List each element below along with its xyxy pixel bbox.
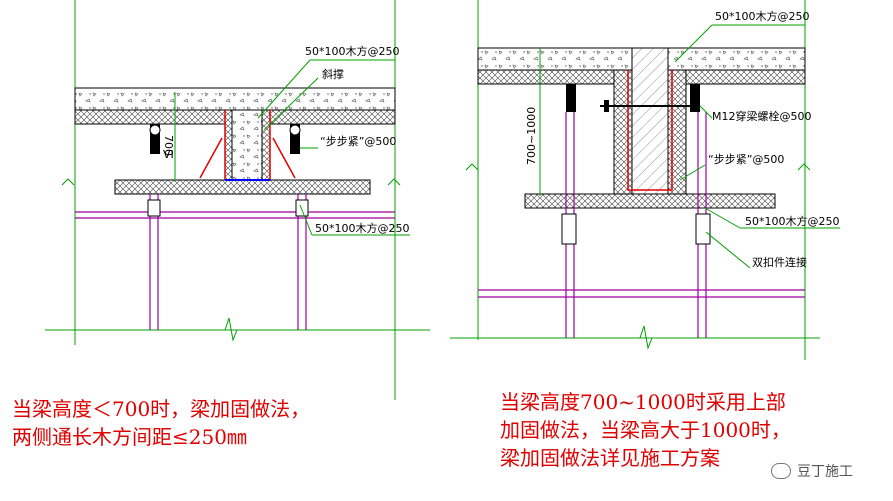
right-step-clamp-label: “步步紧”@500 bbox=[708, 153, 784, 166]
right-timber-top-label: 50*100木方@250 bbox=[715, 9, 810, 23]
right-bolt-label: M12穿梁螺栓@500 bbox=[712, 109, 811, 123]
left-timber-bottom-label: 50*100木方@250 bbox=[315, 221, 410, 235]
watermark-text: 豆丁施工 bbox=[797, 464, 853, 480]
wechat-icon bbox=[771, 463, 791, 479]
right-caption-line2: 加固做法，当梁高大于1000时， bbox=[500, 418, 791, 442]
right-caption-line1: 当梁高度700~1000时采用上部 bbox=[500, 390, 786, 414]
left-caption: 当梁高度＜700时，梁加固做法， 两侧通长木方间距≤250㎜ bbox=[12, 395, 310, 451]
right-caption-line3: 梁加固做法详见施工方案 bbox=[500, 446, 720, 470]
right-coupler-label: 双扣件连接 bbox=[752, 255, 807, 269]
right-dim-label: 700~1000 bbox=[525, 107, 538, 165]
left-step-clamp-label: “步步紧”@500 bbox=[320, 135, 396, 148]
left-dim-label: 700 bbox=[162, 135, 175, 156]
watermark: 豆丁施工 bbox=[771, 461, 853, 481]
right-drawing: 700~1000 50*100木方@250 M12穿梁螺栓@500 “步步紧”@… bbox=[450, 0, 840, 360]
left-drawing: 700 VI 50*100木方@250 斜撑 “步步紧”@500 50*100木… bbox=[45, 0, 430, 400]
left-caption-line2: 两侧通长木方间距≤250㎜ bbox=[12, 425, 247, 449]
left-caption-line1: 当梁高度＜700时，梁加固做法， bbox=[12, 397, 311, 421]
right-caption: 当梁高度700~1000时采用上部 加固做法，当梁高大于1000时， 梁加固做法… bbox=[500, 388, 791, 472]
left-timber-top-label: 50*100木方@250 bbox=[305, 44, 400, 58]
left-dim-symbol: VI bbox=[163, 148, 174, 161]
right-timber-bottom-label: 50*100木方@250 bbox=[745, 214, 840, 228]
left-brace-label: 斜撑 bbox=[322, 67, 344, 81]
